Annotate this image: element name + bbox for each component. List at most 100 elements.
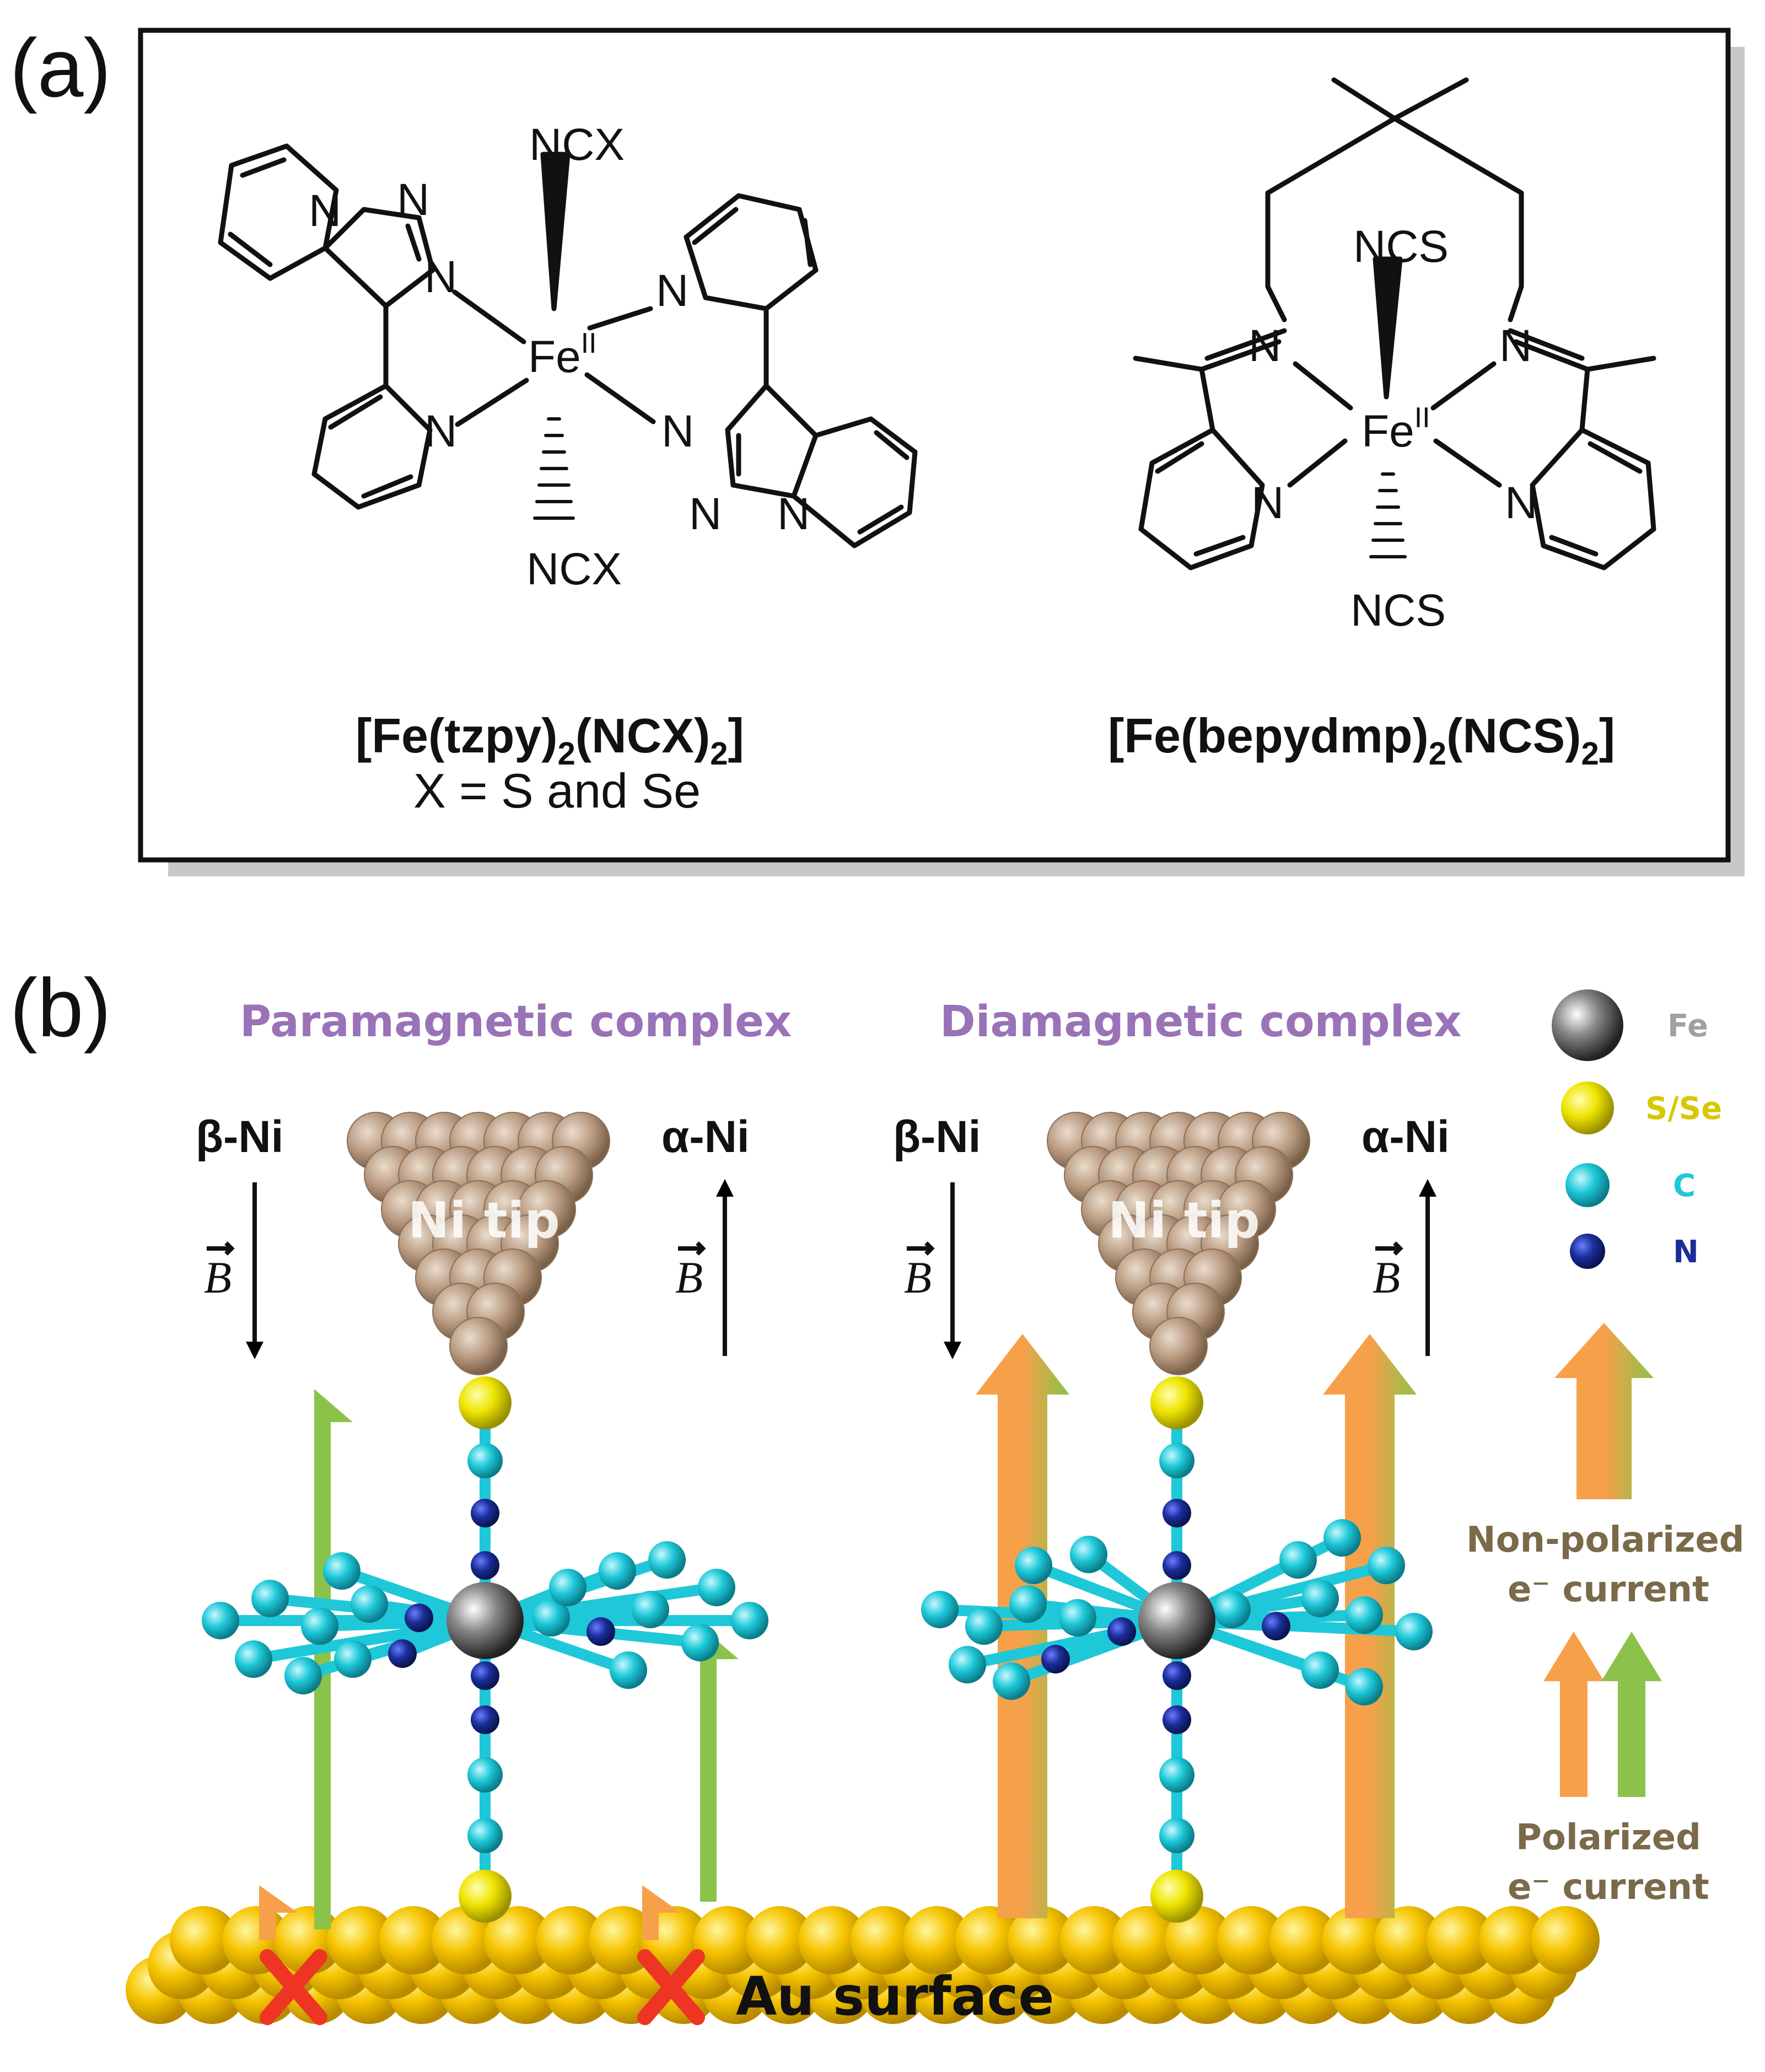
c-atom	[1213, 1591, 1251, 1628]
n-label-2a: N	[1249, 321, 1281, 371]
c-atom	[1059, 1599, 1096, 1637]
c-atom	[251, 1580, 289, 1617]
legend-polarized-line2: e⁻ current	[1508, 1867, 1709, 1908]
c-atom	[681, 1624, 719, 1661]
c-atom	[1368, 1547, 1405, 1584]
c-atom	[698, 1569, 735, 1606]
complex1-subtitle: X = S and Se	[413, 763, 701, 818]
field-b-label-3: B	[904, 1252, 932, 1303]
legend: Fe S/Se C N Non-polarized e⁻ current Pol…	[1466, 989, 1745, 1908]
legend-n-label: N	[1673, 1234, 1699, 1270]
legend-sse-ball	[1561, 1081, 1614, 1134]
c-atom	[965, 1607, 1003, 1645]
c-atom	[1159, 1757, 1194, 1793]
n-label-2d: N	[1505, 478, 1537, 528]
legend-sse-label: S/Se	[1645, 1091, 1722, 1127]
c-atom	[467, 1757, 503, 1793]
structure-bepydmp	[1133, 77, 1656, 571]
c-atom	[1395, 1613, 1433, 1650]
au-atom	[1008, 1906, 1076, 1974]
n-label-1b: N	[397, 175, 429, 225]
s-atom	[459, 1870, 512, 1923]
c-atom	[610, 1651, 647, 1689]
au-atom	[1322, 1906, 1390, 1974]
legend-c-label: C	[1673, 1168, 1696, 1204]
n-atom	[1163, 1499, 1191, 1527]
c-atom	[1159, 1443, 1194, 1478]
n-label-1a: N	[309, 186, 341, 236]
ni-tip-label-right: Ni tip	[1108, 1192, 1260, 1250]
c-atom	[993, 1662, 1030, 1700]
structure-tzpy	[218, 143, 918, 548]
au-surface	[126, 1906, 1600, 2024]
c-atom	[467, 1443, 503, 1478]
c-atom	[921, 1591, 959, 1628]
c-atom	[1279, 1541, 1317, 1579]
n-label-2c: N	[1251, 478, 1284, 528]
panel-a-tag: (a)	[10, 21, 111, 114]
n-atom	[471, 1705, 499, 1734]
alpha-ni-label-left: α-Ni	[661, 1112, 750, 1162]
c-atom	[1159, 1818, 1194, 1853]
c-atom	[1323, 1519, 1361, 1557]
au-atom	[903, 1906, 971, 1974]
beta-ni-label-right: β-Ni	[893, 1112, 981, 1162]
fe-atom	[446, 1582, 524, 1659]
complex1-name: [Fe(tzpy)2(NCX)2]	[356, 708, 744, 772]
n-atom	[471, 1551, 499, 1580]
s-atom	[459, 1376, 512, 1429]
au-atom	[1374, 1906, 1443, 1974]
c-atom	[1009, 1585, 1047, 1623]
n-label-1h: N	[777, 489, 810, 539]
legend-polarized-green-arrow	[1601, 1632, 1662, 1797]
c-atom	[351, 1585, 388, 1623]
au-surface-label: Au surface	[736, 1966, 1054, 2027]
c-atom	[549, 1569, 586, 1606]
au-atom	[379, 1906, 448, 1974]
au-atom	[1531, 1906, 1600, 1974]
c-atom	[301, 1607, 338, 1645]
c-atom	[648, 1541, 686, 1579]
legend-c-ball	[1565, 1163, 1610, 1207]
ncs-bottom-label: NCS	[1350, 585, 1446, 636]
ni-tip-right	[1047, 1112, 1310, 1375]
field-vector-arrow-1	[207, 1241, 235, 1256]
au-atom	[1060, 1906, 1128, 1974]
n-atom	[471, 1499, 499, 1527]
n-label-2b: N	[1499, 321, 1532, 371]
c-atom	[1346, 1596, 1383, 1634]
au-atom	[851, 1906, 919, 1974]
au-atom	[798, 1906, 867, 1974]
au-atom	[1112, 1906, 1181, 1974]
field-vector-arrow-3	[907, 1241, 935, 1256]
field-b-label-2: B	[675, 1252, 703, 1303]
n-label-1e: N	[656, 266, 688, 316]
legend-fe-label: Fe	[1667, 1008, 1708, 1044]
c-atom	[599, 1552, 636, 1590]
n-atom	[1107, 1617, 1136, 1646]
ni-atom	[449, 1317, 508, 1375]
legend-polarized-orange-arrow	[1543, 1632, 1604, 1797]
ni-tip-label-left: Ni tip	[408, 1192, 560, 1250]
field-vector-arrow-2	[678, 1241, 706, 1256]
au-atom	[1165, 1906, 1233, 1974]
n-label-1g: N	[689, 489, 722, 539]
s-atom	[1150, 1376, 1203, 1429]
legend-nonpolarized-line2: e⁻ current	[1508, 1569, 1709, 1610]
title-diamagnetic: Diamagnetic complex	[940, 997, 1462, 1047]
blocked-cross-icons	[260, 1949, 705, 2025]
au-atom	[484, 1906, 552, 1974]
field-b-label-1: B	[204, 1252, 232, 1303]
n-label-1f: N	[661, 406, 694, 456]
alpha-ni-label-right: α-Ni	[1362, 1112, 1450, 1162]
c-atom	[1346, 1668, 1383, 1705]
ni-tip-left	[347, 1112, 610, 1375]
n-atom	[586, 1617, 615, 1646]
n-atom	[1163, 1661, 1191, 1690]
field-b-label-4: B	[1373, 1252, 1400, 1303]
beta-ni-label-left: β-Ni	[196, 1112, 283, 1162]
complex2-name: [Fe(bepydmp)2(NCS)2]	[1108, 708, 1615, 772]
au-atom	[536, 1906, 605, 1974]
legend-polarized-line1: Polarized	[1516, 1817, 1701, 1858]
ncx-top-label: NCX	[529, 120, 625, 170]
